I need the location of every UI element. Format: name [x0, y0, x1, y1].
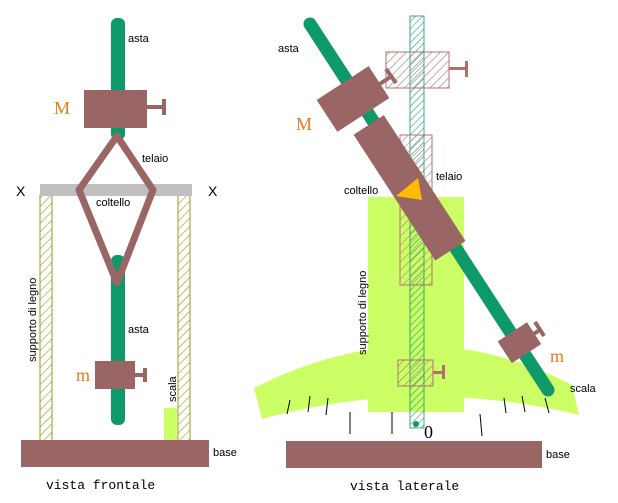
side-mass-M-screw-head [384, 67, 398, 85]
side-label-zero: 0 [424, 422, 433, 442]
front-view: asta M telaio coltello X X supporto di l… [16, 18, 237, 493]
side-mass-m-rest [397, 359, 434, 387]
front-label-x-left: X [16, 183, 26, 199]
side-mass-M [316, 66, 390, 132]
front-label-asta-bottom: asta [128, 324, 150, 336]
front-label-telaio: telaio [142, 153, 168, 165]
front-label-x-right: X [208, 183, 218, 199]
side-view: asta M telaio coltello supporto di legno… [254, 15, 597, 494]
side-mass-m-rest-screw-head [442, 365, 445, 379]
front-knife-bar [40, 184, 192, 196]
front-label-asta-top: asta [128, 33, 150, 45]
front-label-m: m [76, 365, 90, 385]
front-label-supporto: supporto di legno [27, 278, 39, 362]
front-base [21, 440, 209, 467]
front-label-base: base [213, 447, 237, 459]
side-label-M: M [296, 114, 312, 134]
side-mass-m-screw [528, 328, 542, 338]
side-mass-m [497, 322, 542, 364]
front-caption: vista frontale [46, 478, 155, 493]
side-label-scala: scala [570, 383, 597, 395]
side-label-telaio: telaio [436, 171, 462, 183]
side-mass-M-rest-screw-head [465, 61, 468, 77]
front-scale [164, 408, 177, 441]
side-label-supporto: supporto di legno [357, 271, 369, 355]
front-label-coltello: coltello [96, 197, 130, 209]
front-label-scala: scala [167, 375, 179, 402]
front-label-M: M [54, 98, 70, 118]
side-label-base: base [546, 449, 570, 461]
side-zero-pointer [413, 421, 419, 427]
side-caption: vista laterale [350, 479, 459, 494]
side-mass-M-rest-screw [449, 67, 465, 70]
front-mass-M-screw [147, 105, 163, 109]
side-tilted-assembly [303, 17, 555, 397]
front-mass-m-screw [135, 373, 144, 377]
front-mass-M-screw-head [162, 99, 166, 115]
side-mass-m-screw-head [533, 320, 546, 338]
side-scale-ticks [286, 395, 550, 437]
front-support-left [39, 194, 53, 444]
front-mass-M [84, 90, 147, 128]
side-label-coltello: coltello [344, 185, 378, 197]
front-support-right [177, 194, 191, 444]
front-mass-m-screw-head [143, 368, 147, 382]
side-base [286, 441, 542, 468]
front-frame [75, 132, 157, 287]
side-label-m: m [550, 346, 564, 366]
front-mass-m [95, 361, 135, 389]
side-knife-edge [396, 178, 422, 200]
side-label-asta: asta [278, 43, 300, 55]
side-mass-m-rest-screw [433, 371, 442, 374]
